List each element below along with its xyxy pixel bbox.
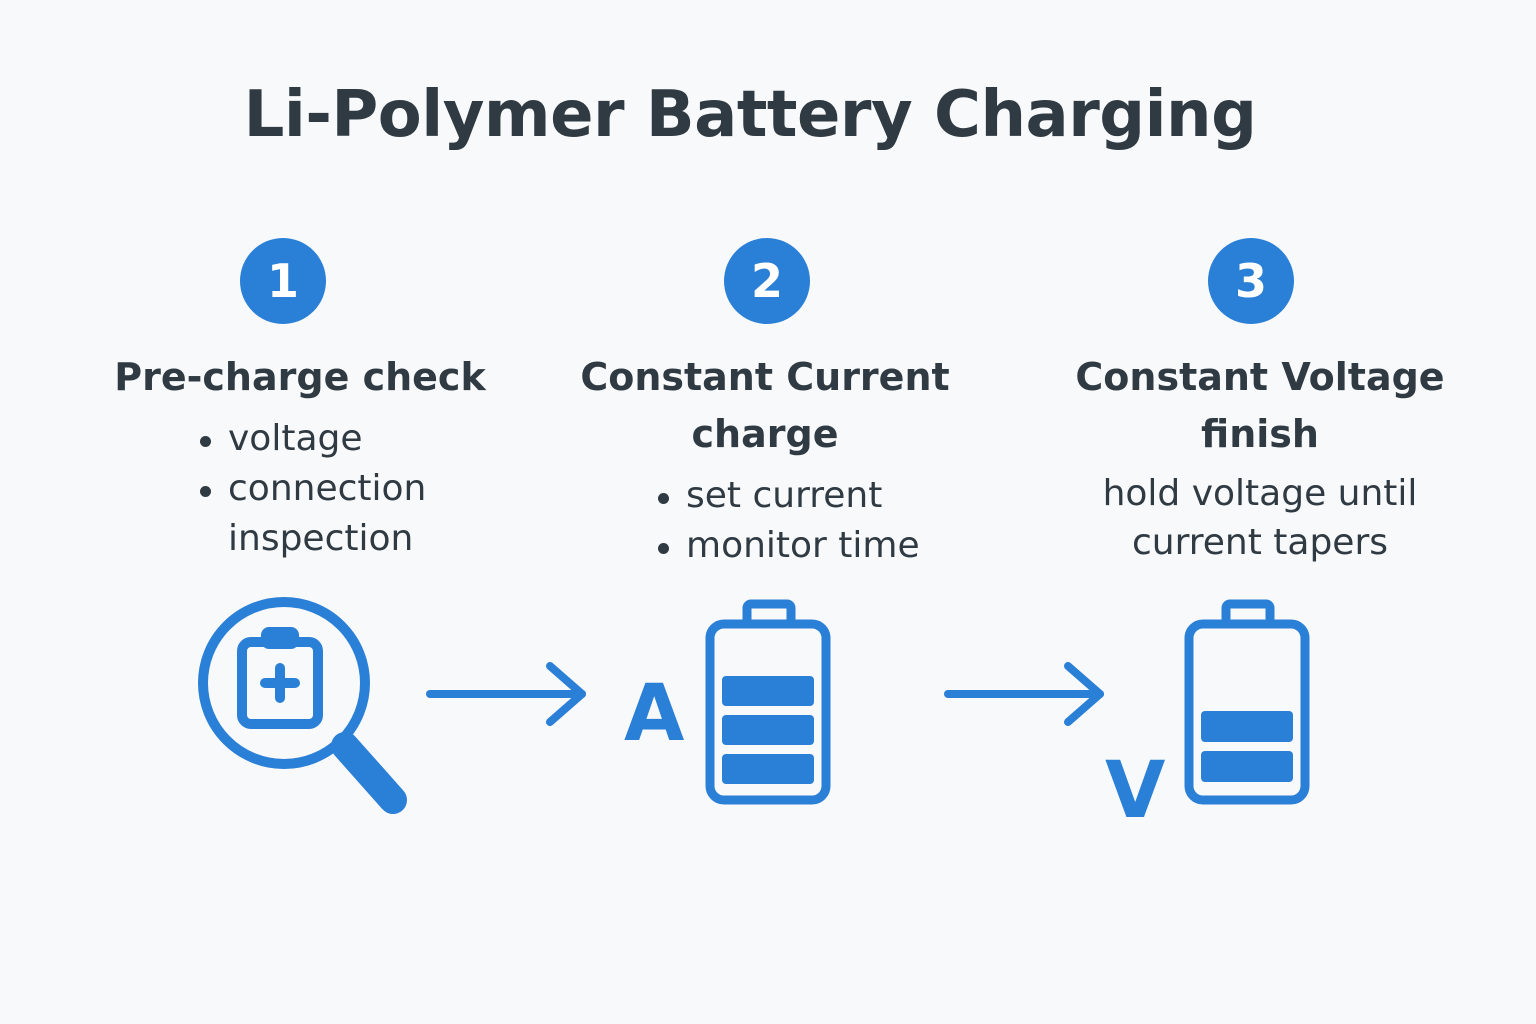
magnifier-battery-icon: [198, 597, 407, 814]
battery-bar-3: [722, 754, 814, 784]
battery-full-icon: [705, 599, 831, 805]
ampere-unit-label: A: [624, 669, 685, 759]
step-3-description: hold voltage until current tapers: [1060, 469, 1460, 567]
step-3-description-line-2: current tapers: [1131, 522, 1389, 563]
battery-partial-icon: [1184, 599, 1310, 805]
step-2-bullet-set-current: set current: [656, 471, 956, 521]
step-2-heading-line-1: Constant Current: [580, 355, 950, 399]
arrow-right-icon: [944, 662, 1104, 726]
step-3-heading-line-2: finish: [1201, 412, 1319, 456]
step-3-description-line-1: hold voltage until: [1102, 473, 1418, 514]
step-1-number-badge: 1: [240, 238, 326, 324]
volt-unit-label: V: [1105, 746, 1166, 836]
step-1-bullet-list: voltage connection inspection: [198, 414, 478, 564]
step-1-bullet-voltage: voltage: [198, 414, 478, 464]
battery-bar-1: [722, 676, 814, 706]
step-2-number-badge: 2: [724, 238, 810, 324]
step-2-heading-line-2: charge: [691, 412, 839, 456]
step-3-heading-line-1: Constant Voltage: [1075, 355, 1445, 399]
step-2-bullet-monitor-time: monitor time: [656, 521, 956, 571]
step-3-heading: Constant Voltage finish: [1050, 349, 1470, 463]
step-3-number-badge: 3: [1208, 238, 1294, 324]
battery-bar-2: [1201, 751, 1293, 782]
arrow-right-icon: [426, 662, 586, 726]
step-2-heading: Constant Current charge: [555, 349, 975, 463]
diagram-title: Li-Polymer Battery Charging: [243, 78, 1257, 152]
step-1-heading: Pre-charge check: [114, 355, 486, 399]
battery-bar-2: [722, 715, 814, 745]
step-1-bullet-connection: connection inspection: [198, 464, 478, 564]
step-2-bullet-list: set current monitor time: [656, 471, 956, 571]
battery-bar-1: [1201, 711, 1293, 742]
